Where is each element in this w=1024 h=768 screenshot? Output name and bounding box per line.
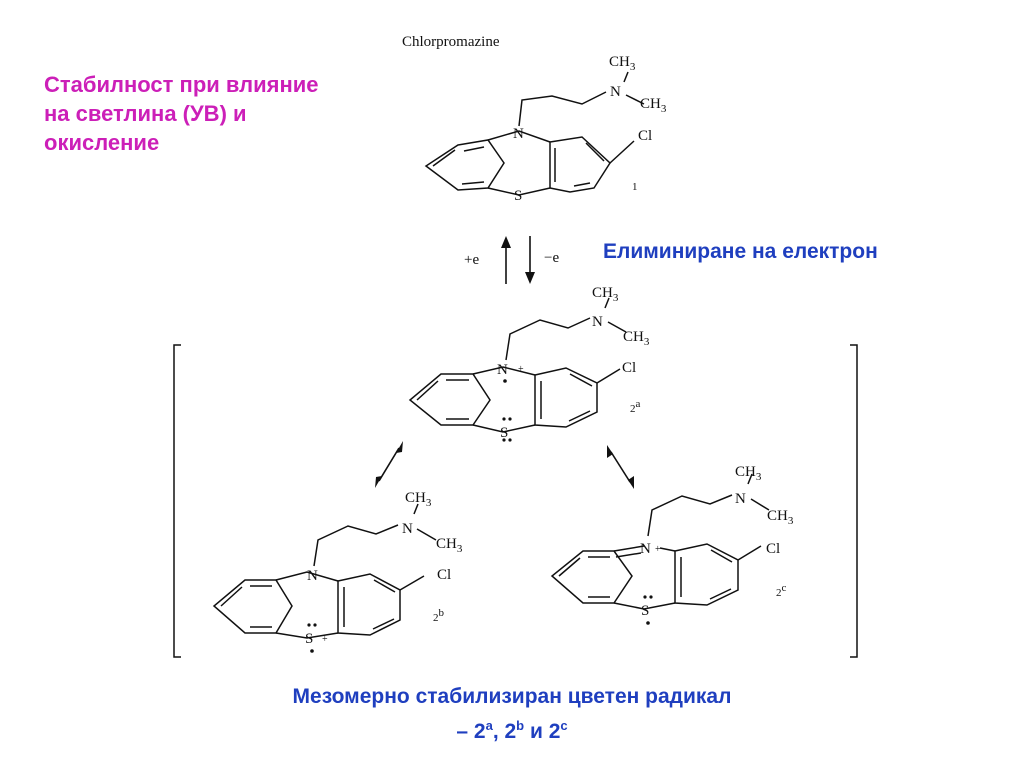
compound-number-2a: 2a xyxy=(630,398,641,415)
compound-number-1: 1 xyxy=(632,181,638,193)
methyl-right: CH3 xyxy=(767,508,794,527)
stability-note: Стабилност при влияние на светлина (УВ) … xyxy=(44,72,319,155)
compound-number-2b: 2b xyxy=(433,607,445,624)
plus-electron-label: +e xyxy=(464,252,479,268)
radical-caption: Мезомерно стабилизиран цветен радикал – … xyxy=(150,682,874,746)
atom-cl: Cl xyxy=(766,541,780,557)
atom-cl: Cl xyxy=(622,360,636,376)
atom-s: S xyxy=(514,188,522,204)
methyl-right: CH3 xyxy=(436,536,463,555)
atom-s: S xyxy=(641,603,649,619)
structure-radical-2b: N S + Cl N CH3 CH3 2b xyxy=(212,490,463,653)
atom-n-amine: N xyxy=(402,521,413,537)
caption-line-1: Мезомерно стабилизиран цветен радикал xyxy=(292,685,732,708)
methyl-top: CH3 xyxy=(735,464,762,483)
electron-elimination-label: Елиминиране на електрон xyxy=(603,240,878,263)
atom-n-amine: N xyxy=(610,84,621,100)
atom-n-amine: N xyxy=(735,491,746,507)
structure-chlorpromazine: Chlorpromazine xyxy=(402,34,667,204)
methyl-right: CH3 xyxy=(623,329,650,348)
compound-number-2c: 2c xyxy=(776,582,787,599)
atom-n: N xyxy=(513,126,524,142)
redox-equilibrium: +e −e xyxy=(464,236,559,284)
structure-radical-2c: N + S Cl N CH3 CH3 2c xyxy=(550,464,794,625)
compound-name: Chlorpromazine xyxy=(402,34,500,50)
structure-radical-2a: N + S Cl N CH3 CH3 2a xyxy=(408,285,650,442)
caption-line-2: – 2a, 2b и 2c xyxy=(456,718,568,743)
n-charge: + xyxy=(518,364,524,375)
methyl-right: CH3 xyxy=(640,96,667,115)
atom-s: S xyxy=(305,631,313,647)
atom-n: N xyxy=(307,568,318,584)
atom-s: S xyxy=(500,425,508,441)
methyl-top: CH3 xyxy=(592,285,619,304)
resonance-arrows xyxy=(375,441,634,489)
methyl-top: CH3 xyxy=(609,54,636,73)
resonance-bracket xyxy=(173,344,858,658)
atom-cl: Cl xyxy=(437,567,451,583)
minus-electron-label: −e xyxy=(544,250,559,266)
atom-cl: Cl xyxy=(638,128,652,144)
atom-n: N xyxy=(640,541,651,557)
atom-n: N xyxy=(497,362,508,378)
s-charge: + xyxy=(322,634,328,645)
n-charge: + xyxy=(655,544,661,555)
methyl-top: CH3 xyxy=(405,490,432,509)
atom-n-amine: N xyxy=(592,314,603,330)
